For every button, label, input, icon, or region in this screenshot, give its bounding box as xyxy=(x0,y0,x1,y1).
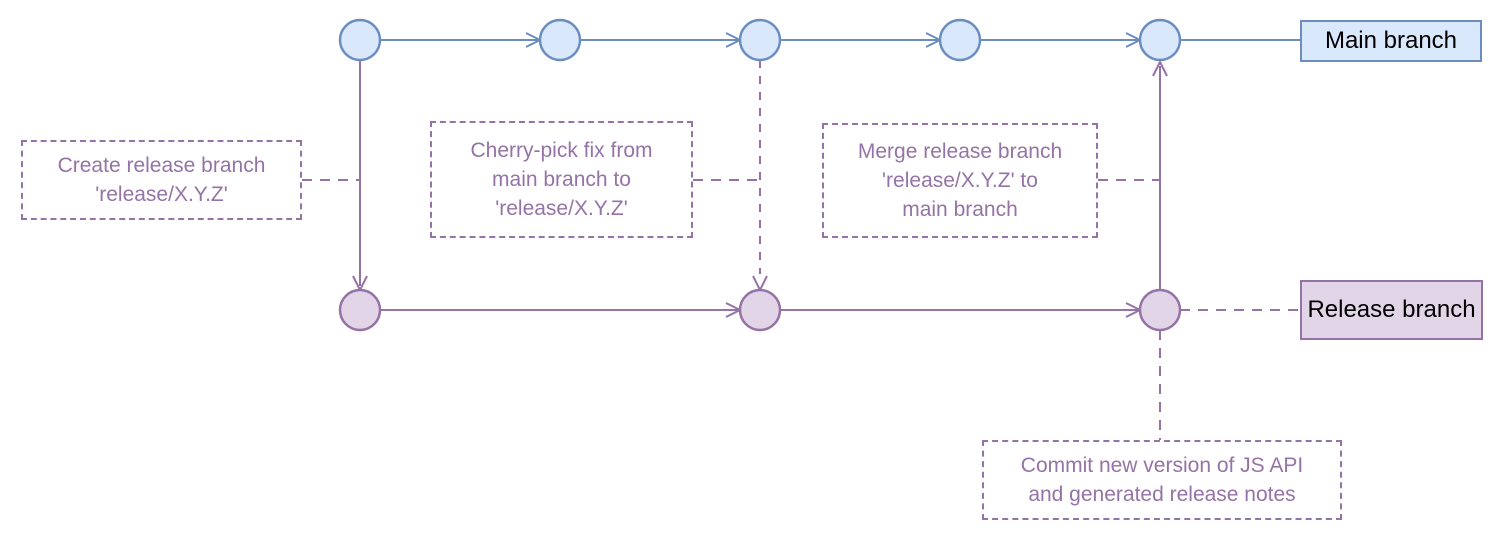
note-line: Cherry-pick fix from xyxy=(470,139,653,162)
release-commit-node-2 xyxy=(738,288,782,332)
note-line: 'release/X.Y.Z' xyxy=(495,197,628,220)
release-branch-label: Release branch xyxy=(1300,280,1483,340)
note-line: and generated release notes xyxy=(1028,483,1296,506)
main-branch-label: Main branch xyxy=(1300,20,1482,62)
main-branch-edges xyxy=(380,32,1300,48)
annotation-connectors xyxy=(302,179,1300,440)
note-line: 'release/X.Y.Z' to xyxy=(882,169,1038,192)
branch-connectors xyxy=(352,59,1168,293)
main-commit-nodes xyxy=(338,18,1182,62)
arrow-head-down-icon xyxy=(752,275,768,293)
main-commit-node-5 xyxy=(1138,18,1182,62)
note-line: 'release/X.Y.Z' xyxy=(95,183,228,206)
note-create-release-branch: Create release branch 'release/X.Y.Z' xyxy=(21,140,302,220)
note-line: Merge release branch xyxy=(857,140,1063,163)
note-line: main branch to xyxy=(492,168,631,191)
note-merge-release-branch: Merge release branch 'release/X.Y.Z' to … xyxy=(822,123,1098,238)
arrow-head-up-icon xyxy=(1152,59,1168,77)
note-commit-new-version: Commit new version of JS API and generat… xyxy=(982,440,1342,520)
release-commit-node-3 xyxy=(1138,288,1182,332)
note-line: Create release branch xyxy=(57,154,266,177)
note-line: Commit new version of JS API xyxy=(1020,454,1304,477)
main-commit-node-2 xyxy=(538,18,582,62)
main-commit-node-1 xyxy=(338,18,382,62)
release-commit-node-1 xyxy=(338,288,382,332)
main-commit-node-3 xyxy=(738,18,782,62)
release-commit-nodes xyxy=(338,288,1182,332)
main-commit-node-4 xyxy=(938,18,982,62)
note-cherry-pick-fix: Cherry-pick fix from main branch to 'rel… xyxy=(430,121,693,238)
note-line: main branch xyxy=(902,198,1018,221)
